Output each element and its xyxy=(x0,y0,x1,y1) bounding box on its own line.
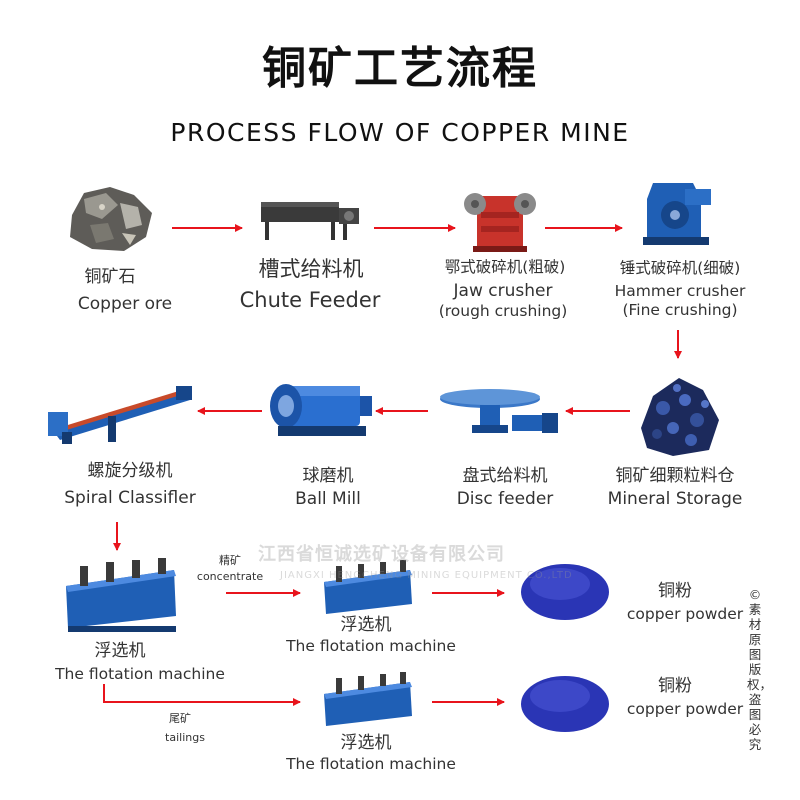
flotation-machine-3-image xyxy=(324,672,412,726)
flotation-1-label-zh: 浮选机 xyxy=(94,641,146,661)
powder-1-label-zh: 铜粉 xyxy=(658,581,692,601)
copper-powder-2-image xyxy=(521,676,609,732)
disc-feeder-image xyxy=(440,389,558,433)
tailings-label-zh: 尾矿 xyxy=(169,712,191,725)
powder-2-label-zh: 铜粉 xyxy=(658,676,692,696)
disc-feeder-label-zh: 盘式给料机 xyxy=(462,466,548,486)
ball-mill-label-zh: 球磨机 xyxy=(302,466,354,486)
jaw-crusher-label-zh: 鄂式破碎机(粗破) xyxy=(444,258,566,276)
arrow-tailings xyxy=(103,684,301,706)
flotation-1-label-en: The flotation machine xyxy=(55,665,225,683)
chute-feeder-label-zh: 槽式给料机 xyxy=(258,257,364,281)
hammer-crusher-label-zh: 锤式破碎机(细破) xyxy=(619,259,741,277)
chute-feeder-label-en: Chute Feeder xyxy=(239,288,381,312)
copyright-notice: ©素材原图版权，盗图必究 xyxy=(747,587,773,752)
powder-2-label-en: copper powder xyxy=(626,700,744,718)
spiral-classifier-label-en: Spiral Classifler xyxy=(64,488,196,508)
spiral-classifier-label-zh: 螺旋分级机 xyxy=(87,461,173,481)
jaw-crusher-image xyxy=(464,193,536,252)
page-title-en: PROCESS FLOW OF COPPER MINE xyxy=(170,118,630,147)
flotation-machine-1-image xyxy=(66,558,176,632)
ball-mill-image xyxy=(270,384,372,436)
mineral-storage-image xyxy=(641,378,719,456)
hammer-crusher-label-en: Hammer crusher xyxy=(614,282,746,300)
copper-powder-1-image xyxy=(521,564,609,620)
tailings-label-en: tailings xyxy=(165,731,205,744)
mineral-storage-label-en: Mineral Storage xyxy=(607,489,743,509)
copper-ore-label-zh: 铜矿石 xyxy=(84,267,136,287)
flotation-2-label-en: The flotation machine xyxy=(286,637,456,655)
copper-ore-label-en: Copper ore xyxy=(77,294,173,314)
page-title-zh: 铜矿工艺流程 xyxy=(262,43,538,94)
flotation-machine-2-image xyxy=(324,560,412,614)
spiral-classifier-image xyxy=(48,386,192,444)
disc-feeder-label-en: Disc feeder xyxy=(456,489,554,509)
flotation-3-label-en: The flotation machine xyxy=(286,755,456,773)
flotation-2-label-zh: 浮选机 xyxy=(340,615,392,635)
hammer-crusher-image xyxy=(643,183,711,245)
jaw-crusher-label-en: Jaw crusher xyxy=(453,281,553,301)
concentrate-label-zh: 精矿 xyxy=(219,554,241,567)
copper-ore-image xyxy=(70,187,152,251)
concentrate-label-en: concentrate xyxy=(196,570,264,583)
powder-1-label-en: copper powder xyxy=(626,605,744,623)
hammer-crusher-note: (Fine crushing) xyxy=(622,301,738,319)
flotation-3-label-zh: 浮选机 xyxy=(340,733,392,753)
chute-feeder-image xyxy=(261,202,359,240)
ball-mill-label-en: Ball Mill xyxy=(295,489,361,509)
jaw-crusher-note: (rough crushing) xyxy=(438,302,568,320)
watermark-zh: 江西省恒诚选矿设备有限公司 xyxy=(258,544,505,565)
watermark-en: JIANGXI HENGCHENG MINING EQUIPMENT CO.,L… xyxy=(280,570,573,581)
mineral-storage-label-zh: 铜矿细颗粒料仓 xyxy=(615,466,735,486)
